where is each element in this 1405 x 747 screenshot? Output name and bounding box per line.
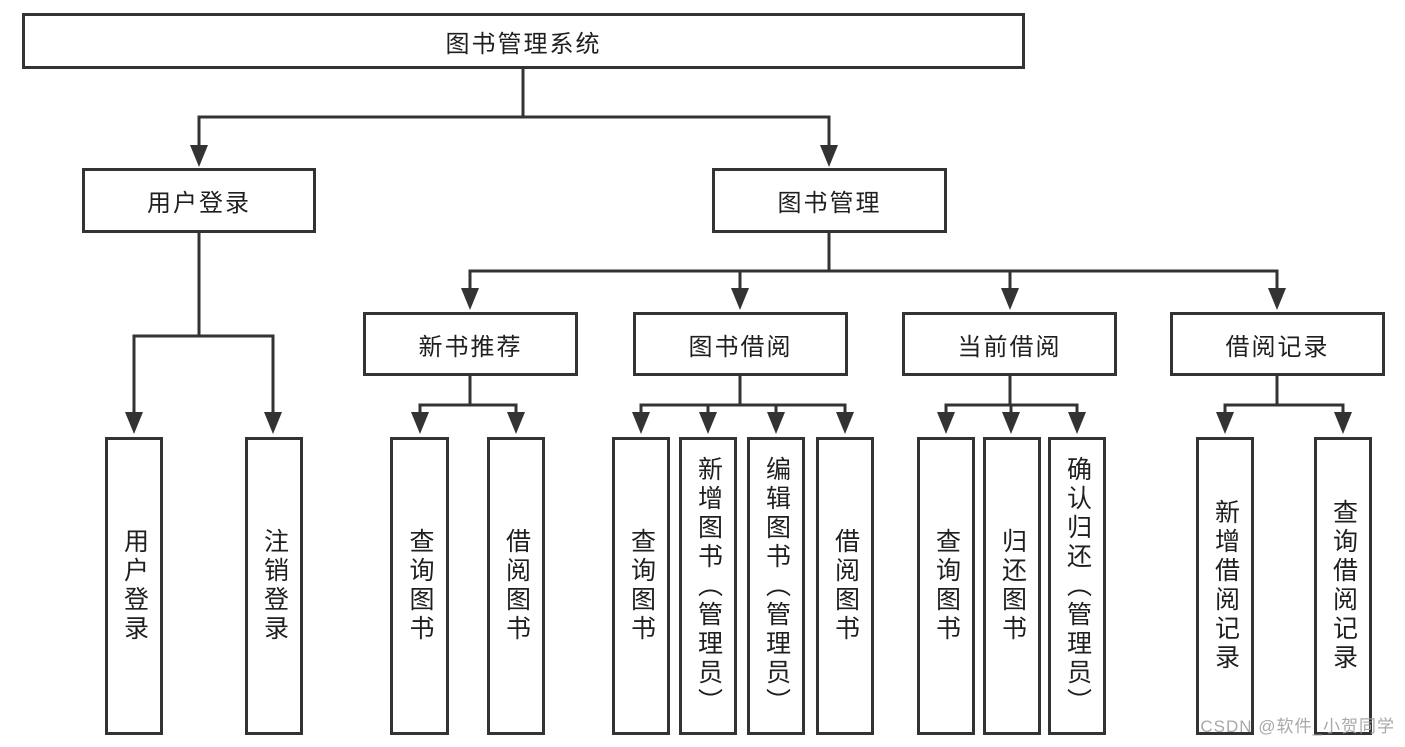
node-new-book-recommendation: 新书推荐 (363, 312, 578, 376)
leaf-confirm-return-admin: 确认归还（管理员） (1048, 437, 1106, 735)
leaf-logout: 注销登录 (245, 437, 303, 735)
leaf-query-books-borrowing: 查询图书 (612, 437, 670, 735)
node-book-borrowing: 图书借阅 (633, 312, 848, 376)
node-borrowing-records: 借阅记录 (1170, 312, 1385, 376)
leaf-add-books-admin: 新增图书（管理员） (679, 437, 737, 735)
node-user-login: 用户登录 (82, 168, 316, 233)
leaf-query-books-current: 查询图书 (917, 437, 975, 735)
leaf-borrow-books-recommend: 借阅图书 (487, 437, 545, 735)
leaf-borrow-books: 借阅图书 (816, 437, 874, 735)
leaf-return-books: 归还图书 (983, 437, 1041, 735)
leaf-add-borrow-record: 新增借阅记录 (1196, 437, 1254, 735)
node-library-management-system: 图书管理系统 (22, 13, 1025, 69)
leaf-user-login: 用户登录 (105, 437, 163, 735)
connector-arrowheads (125, 145, 1352, 434)
leaf-query-books-recommend: 查询图书 (390, 437, 449, 735)
node-book-management: 图书管理 (712, 168, 947, 233)
leaf-query-borrow-record: 查询借阅记录 (1314, 437, 1372, 735)
node-current-borrowing: 当前借阅 (902, 312, 1117, 376)
leaf-edit-books-admin: 编辑图书（管理员） (747, 437, 805, 735)
